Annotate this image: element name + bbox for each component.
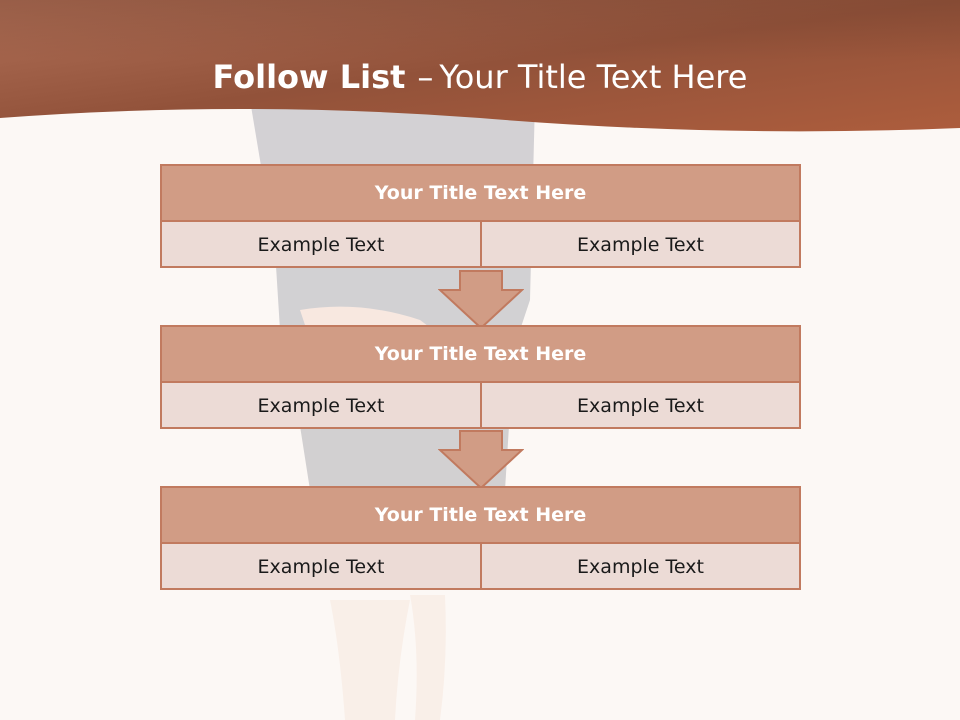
block-cell-right: Example Text (480, 222, 801, 268)
block-cell-right: Example Text (480, 383, 801, 429)
header-wave (0, 0, 960, 132)
down-arrow-icon (438, 430, 524, 490)
list-block-3: Your Title Text Here Example Text Exampl… (160, 486, 801, 592)
block-cell-left: Example Text (160, 222, 482, 268)
down-arrow-icon (438, 270, 524, 330)
title-rest: Your Title Text Here (439, 58, 748, 96)
block-cell-left: Example Text (160, 383, 482, 429)
block-title: Your Title Text Here (160, 325, 801, 383)
title-bold-part: Follow List (212, 58, 406, 96)
block-title: Your Title Text Here (160, 164, 801, 222)
list-block-2: Your Title Text Here Example Text Exampl… (160, 325, 801, 431)
slide-title: Follow List–Your Title Text Here (0, 52, 960, 102)
block-cell-left: Example Text (160, 544, 482, 590)
title-dash: – (417, 58, 434, 96)
block-cell-right: Example Text (480, 544, 801, 590)
list-block-1: Your Title Text Here Example Text Exampl… (160, 164, 801, 270)
block-title: Your Title Text Here (160, 486, 801, 544)
